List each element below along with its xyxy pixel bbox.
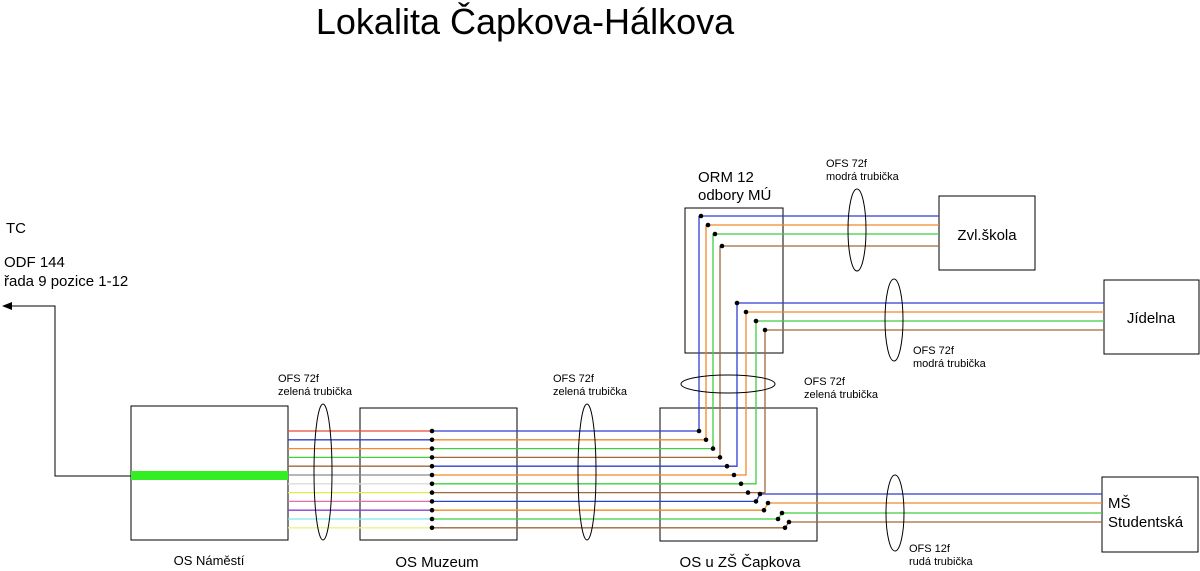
fiber-line [727,303,738,467]
splice-dot [429,490,435,495]
splice-dot [429,481,435,487]
splice-dot [712,231,718,237]
splice-dot [429,455,435,460]
splice-dot [731,472,737,478]
cable-4-tube: modrá trubička [826,171,900,183]
page-title: Lokalita Čapkova-Hálkova [316,1,735,42]
splice-dot [696,428,702,434]
fiber-line [777,512,1102,520]
cable-2-tube: zelená trubička [553,386,628,398]
splice-dot [429,507,435,513]
cable-5-tube: modrá trubička [913,358,987,370]
splice-dot [724,463,730,469]
label-odbory-mu: odbory MÚ [698,187,771,204]
label-zvl-skola: Zvl.škola [957,227,1017,244]
fiber-lines [288,215,1104,529]
splice-dot [765,500,771,506]
cable-6-type: OFS 12f [909,543,951,555]
label-os-namesti: OS Náměstí [174,553,245,568]
splice-dot [429,525,435,531]
cable-1-tube: zelená trubička [278,386,353,398]
label-jidelna: Jídelna [1127,310,1176,327]
splice-dot [779,510,785,516]
splice-dot [745,490,751,495]
fiber-line [734,312,747,476]
splice-dot [743,309,749,315]
cable-4-type: OFS 72f [826,158,868,170]
box-zvl-skola [938,195,1036,271]
box-ms-studentska [1101,476,1199,553]
cable-ellipse-2 [577,403,597,541]
odf-green-bar [131,471,288,480]
splice-dot [786,519,792,525]
splice-dot [429,516,435,522]
splice-dot [775,516,781,522]
splice-dot [705,222,711,228]
cable-2-type: OFS 72f [553,373,595,385]
splice-dot [753,499,759,504]
splice-dot [762,327,768,333]
splice-dot [703,437,709,443]
cable-3-tube: zelená trubička [804,389,879,401]
fiber-line [741,321,757,485]
fiber-line [784,521,1102,529]
splice-dot [734,300,740,306]
splice-dot [698,213,704,219]
splice-dot [710,446,716,451]
label-studentska: Studentská [1108,514,1184,531]
cable-3-type: OFS 72f [804,376,846,388]
splice-dot [429,437,435,443]
tc-connection-line [4,305,131,477]
splice-dot [429,472,435,478]
splice-dot [753,318,759,324]
cable-6-tube: rudá trubička [909,556,973,568]
fiber-line [748,330,766,494]
box-os-muzeum [359,407,518,541]
splice-dot [738,481,744,487]
splice-dot [429,463,435,469]
label-os-zs-capkova: OS u ZŠ Čapkova [680,554,802,571]
cable-ellipse-4 [847,188,867,272]
odf-label: ODF 144 [4,254,65,271]
splice-dot [429,428,435,434]
splice-dot [761,507,767,513]
tc-label: TC [6,220,26,237]
splice-dot [429,499,435,504]
cable-ellipse-3 [680,374,776,394]
splice-dot [717,455,723,460]
box-jidelna [1103,279,1200,355]
cable-ellipse-6 [885,474,905,552]
label-os-muzeum: OS Muzeum [395,554,478,571]
splice-dot [429,446,435,451]
cable-1-type: OFS 72f [278,373,320,385]
odf-row-label: řada 9 pozice 1-12 [4,273,128,290]
arrow-head-icon [2,302,12,310]
splice-dot [757,491,763,497]
box-orm-12 [684,207,784,354]
label-orm-12: ORM 12 [698,169,754,186]
label-ms: MŠ [1108,495,1131,512]
splice-dot [719,243,725,249]
splice-dots [429,213,792,531]
cable-ellipse-5 [884,278,904,362]
splice-dot [782,525,788,531]
cable-5-type: OFS 72f [913,345,955,357]
cable-ellipse-1 [313,403,333,541]
